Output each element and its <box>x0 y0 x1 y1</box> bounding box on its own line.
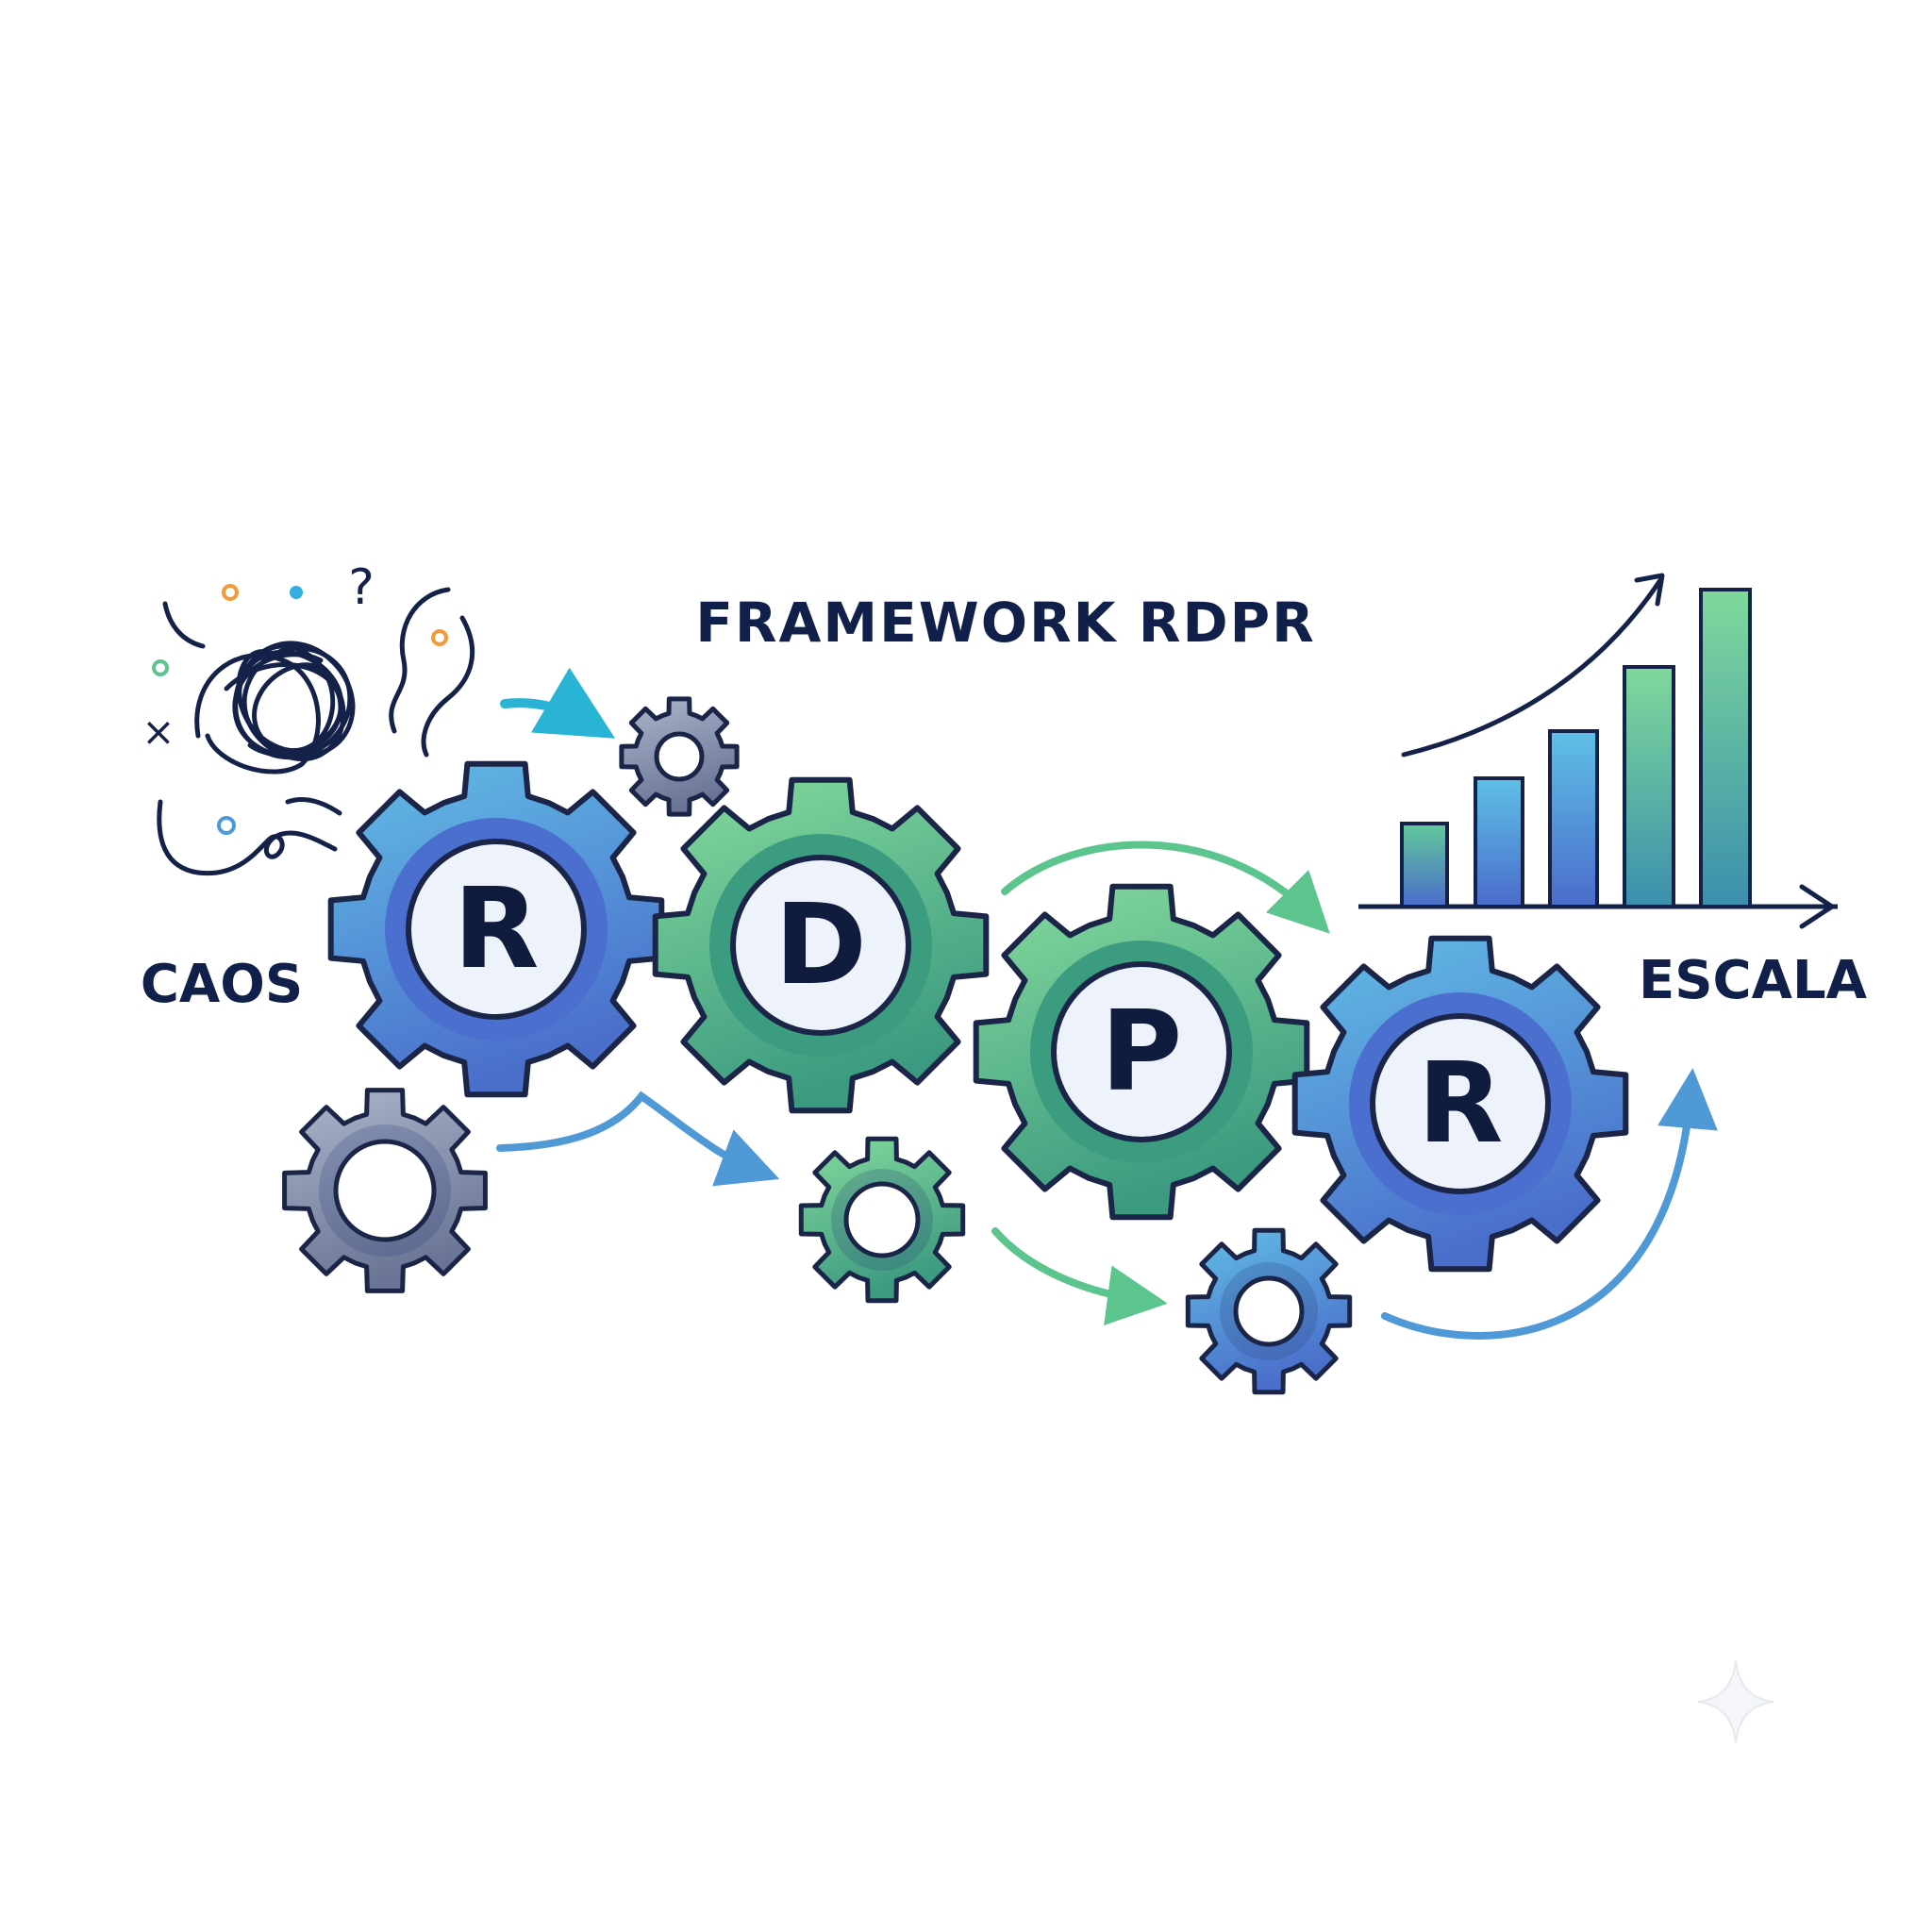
small-gear <box>282 1088 488 1293</box>
gear-center <box>333 1139 437 1242</box>
small-gear <box>798 1136 966 1304</box>
scale-label: ESCALA <box>1639 950 1868 1011</box>
gear-letter: R <box>454 863 540 993</box>
small-gear <box>1185 1227 1353 1395</box>
gear-center <box>730 855 911 1036</box>
chaos-dots <box>152 584 448 835</box>
flow-arrow <box>1001 841 1330 934</box>
chaos-squiggle <box>389 587 451 734</box>
flow-arrow <box>1381 1068 1718 1340</box>
small-gear <box>619 696 740 817</box>
question-mark-icon: ? <box>348 559 375 616</box>
gear-r-results <box>1291 935 1629 1273</box>
chart-axis-arrow-icon <box>1799 884 1835 929</box>
growth-chart <box>1358 573 1838 929</box>
growth-arrowhead-icon <box>1634 573 1665 607</box>
chart-bar <box>1623 665 1675 908</box>
chaos-squiggle <box>157 799 338 876</box>
gear-r-research <box>327 760 665 1098</box>
cross-mark-icon: × <box>142 708 175 755</box>
gear-p <box>973 883 1310 1221</box>
sparkle-icon <box>1697 1659 1774 1744</box>
flow-arrow <box>496 1091 780 1187</box>
chart-bar <box>1474 776 1524 908</box>
gear-letter: R <box>1418 1038 1504 1168</box>
gear-center <box>654 731 705 782</box>
chaos-scribble <box>194 641 356 774</box>
chart-bar <box>1699 588 1752 908</box>
gear-center <box>1233 1275 1305 1347</box>
chart-bar <box>1548 729 1599 908</box>
chaos-label: CAOS <box>141 954 303 1015</box>
gear-d <box>652 776 990 1114</box>
growth-trend-arrow <box>1401 577 1663 758</box>
chart-bar <box>1400 822 1449 908</box>
chaos-squiggle <box>421 615 475 758</box>
chaos-squiggle <box>285 797 342 816</box>
gear-center <box>1370 1013 1551 1194</box>
gear-center <box>843 1181 921 1258</box>
flow-arrow <box>500 667 616 739</box>
gear-center <box>406 839 587 1020</box>
gear-letter: P <box>1101 986 1182 1116</box>
gear-letter: D <box>774 879 867 1009</box>
framework-title: FRAMEWORK RDPR <box>695 591 1316 655</box>
flow-arrow <box>991 1227 1168 1325</box>
gear-center <box>1051 961 1232 1142</box>
chaos-squiggle <box>162 601 206 649</box>
